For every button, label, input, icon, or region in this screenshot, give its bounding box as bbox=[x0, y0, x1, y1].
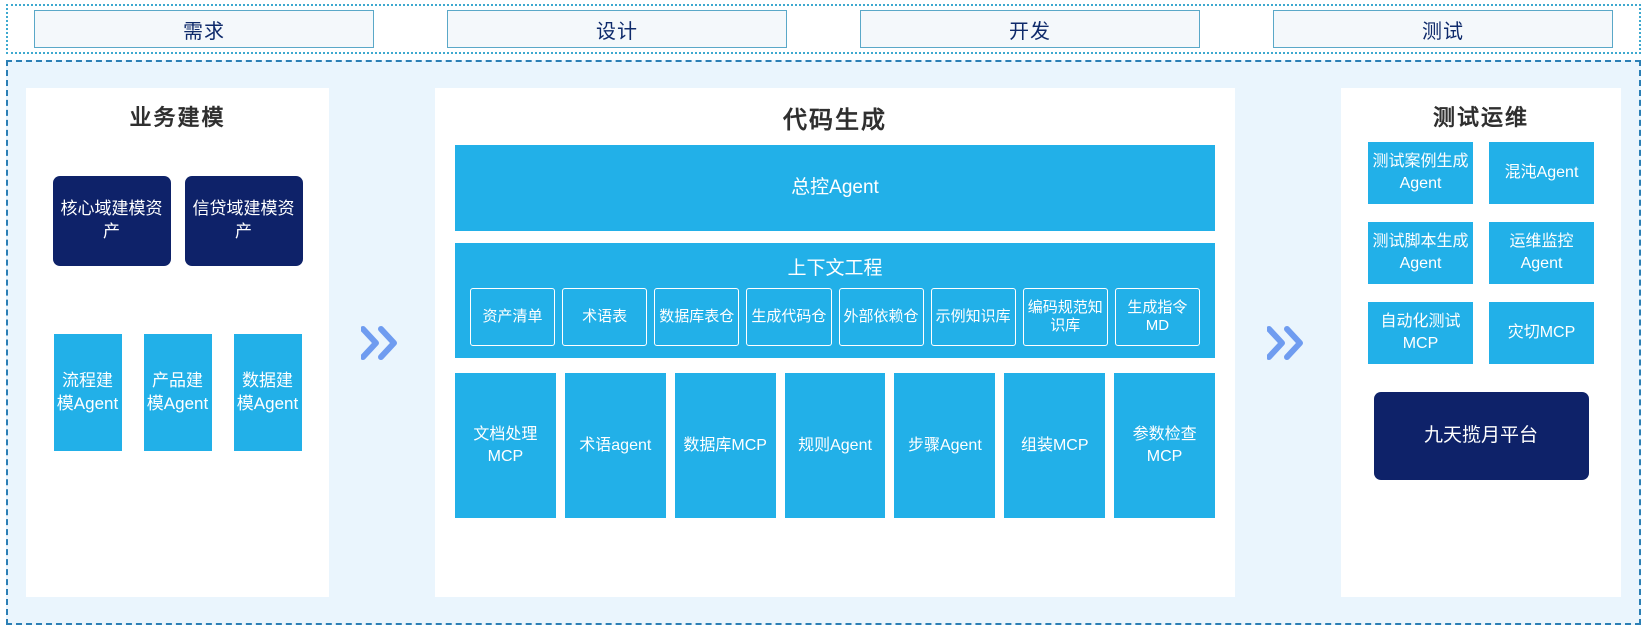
agent-box-product-modeling[interactable]: 产品建模Agent bbox=[143, 334, 212, 451]
context-item-generation-instruction-md[interactable]: 生成指令MD bbox=[1114, 288, 1200, 346]
tool-box-step-agent[interactable]: 步骤Agent bbox=[894, 373, 996, 518]
chevron-right-icon-center-to-right bbox=[1235, 88, 1341, 597]
phase-label: 设计 bbox=[596, 20, 638, 43]
phase-label: 开发 bbox=[1009, 20, 1051, 43]
phase-box-testing[interactable]: 测试 bbox=[1273, 10, 1613, 48]
panel-title-code-generation: 代码生成 bbox=[783, 107, 887, 134]
context-item-coding-standard-knowledge-base[interactable]: 编码规范知识库 bbox=[1022, 288, 1108, 346]
tool-box-database-mcp[interactable]: 数据库MCP bbox=[674, 373, 776, 518]
master-control-agent-box[interactable]: 总控Agent bbox=[455, 145, 1215, 231]
agent-box-automated-test-mcp[interactable]: 自动化测试MCP bbox=[1368, 302, 1473, 364]
context-engineering-title: 上下文工程 bbox=[787, 258, 883, 279]
context-item-asset-list[interactable]: 资产清单 bbox=[470, 288, 556, 346]
tool-box-document-processing-mcp[interactable]: 文档处理MCP bbox=[455, 373, 556, 518]
tool-box-glossary-agent[interactable]: 术语agent bbox=[564, 373, 666, 518]
tool-box-assembly-mcp[interactable]: 组装MCP bbox=[1004, 373, 1106, 518]
code-generation-content: 总控Agent 上下文工程 资产清单 术语表 数据库表仓 生成代码仓 外部依赖仓… bbox=[435, 145, 1235, 518]
panel-test-ops: 测试运维 测试案例生成Agent 混沌Agent 测试脚本生成Agent 运维监… bbox=[1341, 88, 1621, 597]
test-ops-agent-grid: 测试案例生成Agent 混沌Agent 测试脚本生成Agent 运维监控Agen… bbox=[1341, 142, 1621, 364]
architecture-body: 业务建模 核心域建模资产 信贷域建模资产 流程建模Agent 产品建模Agent… bbox=[6, 60, 1641, 625]
panel-title-business-modeling: 业务建模 bbox=[129, 105, 226, 130]
agent-box-chaos[interactable]: 混沌Agent bbox=[1489, 142, 1594, 204]
phase-strip: 需求 设计 开发 测试 bbox=[6, 4, 1641, 54]
panel-title-test-ops: 测试运维 bbox=[1432, 105, 1529, 130]
phase-label: 需求 bbox=[183, 20, 225, 43]
agent-box-test-script-generation[interactable]: 测试脚本生成Agent bbox=[1368, 222, 1473, 284]
chevron-right-icon-left-to-center bbox=[329, 88, 435, 597]
phase-box-requirements[interactable]: 需求 bbox=[34, 10, 374, 48]
asset-box-core-domain[interactable]: 核心域建模资产 bbox=[52, 176, 171, 266]
context-item-glossary[interactable]: 术语表 bbox=[562, 288, 648, 346]
context-item-generated-code-repo[interactable]: 生成代码仓 bbox=[746, 288, 832, 346]
asset-box-credit-domain[interactable]: 信贷域建模资产 bbox=[184, 176, 303, 266]
tool-box-rule-agent[interactable]: 规则Agent bbox=[784, 373, 886, 518]
context-item-example-knowledge-base[interactable]: 示例知识库 bbox=[930, 288, 1016, 346]
agent-box-test-case-generation[interactable]: 测试案例生成Agent bbox=[1368, 142, 1473, 204]
phase-label: 测试 bbox=[1422, 20, 1464, 43]
code-generation-tools-row: 文档处理MCP 术语agent 数据库MCP 规则Agent 步骤Agent 组… bbox=[455, 373, 1216, 518]
context-item-external-dependency-repo[interactable]: 外部依赖仓 bbox=[838, 288, 924, 346]
context-item-db-table-repo[interactable]: 数据库表仓 bbox=[654, 288, 740, 346]
agent-box-process-modeling[interactable]: 流程建模Agent bbox=[53, 334, 122, 451]
tool-box-parameter-check-mcp[interactable]: 参数检查MCP bbox=[1114, 373, 1216, 518]
phase-box-design[interactable]: 设计 bbox=[447, 10, 787, 48]
phase-box-development[interactable]: 开发 bbox=[860, 10, 1200, 48]
agent-box-ops-monitoring[interactable]: 运维监控Agent bbox=[1489, 222, 1594, 284]
agent-box-data-modeling[interactable]: 数据建模Agent bbox=[233, 334, 302, 451]
panel-business-modeling: 业务建模 核心域建模资产 信贷域建模资产 流程建模Agent 产品建模Agent… bbox=[26, 88, 329, 597]
panel-code-generation: 代码生成 总控Agent 上下文工程 资产清单 术语表 数据库表仓 生成代码仓 … bbox=[435, 88, 1235, 597]
business-agents-row: 流程建模Agent 产品建模Agent 数据建模Agent bbox=[26, 334, 329, 451]
platform-box-jiutian-lanyue[interactable]: 九天揽月平台 bbox=[1373, 392, 1589, 480]
business-assets-row: 核心域建模资产 信贷域建模资产 bbox=[26, 176, 329, 266]
context-engineering-items: 资产清单 术语表 数据库表仓 生成代码仓 外部依赖仓 示例知识库 编码规范知识库… bbox=[463, 288, 1207, 346]
agent-box-disaster-switch-mcp[interactable]: 灾切MCP bbox=[1489, 302, 1594, 364]
context-engineering-block: 上下文工程 资产清单 术语表 数据库表仓 生成代码仓 外部依赖仓 示例知识库 编… bbox=[455, 243, 1215, 358]
